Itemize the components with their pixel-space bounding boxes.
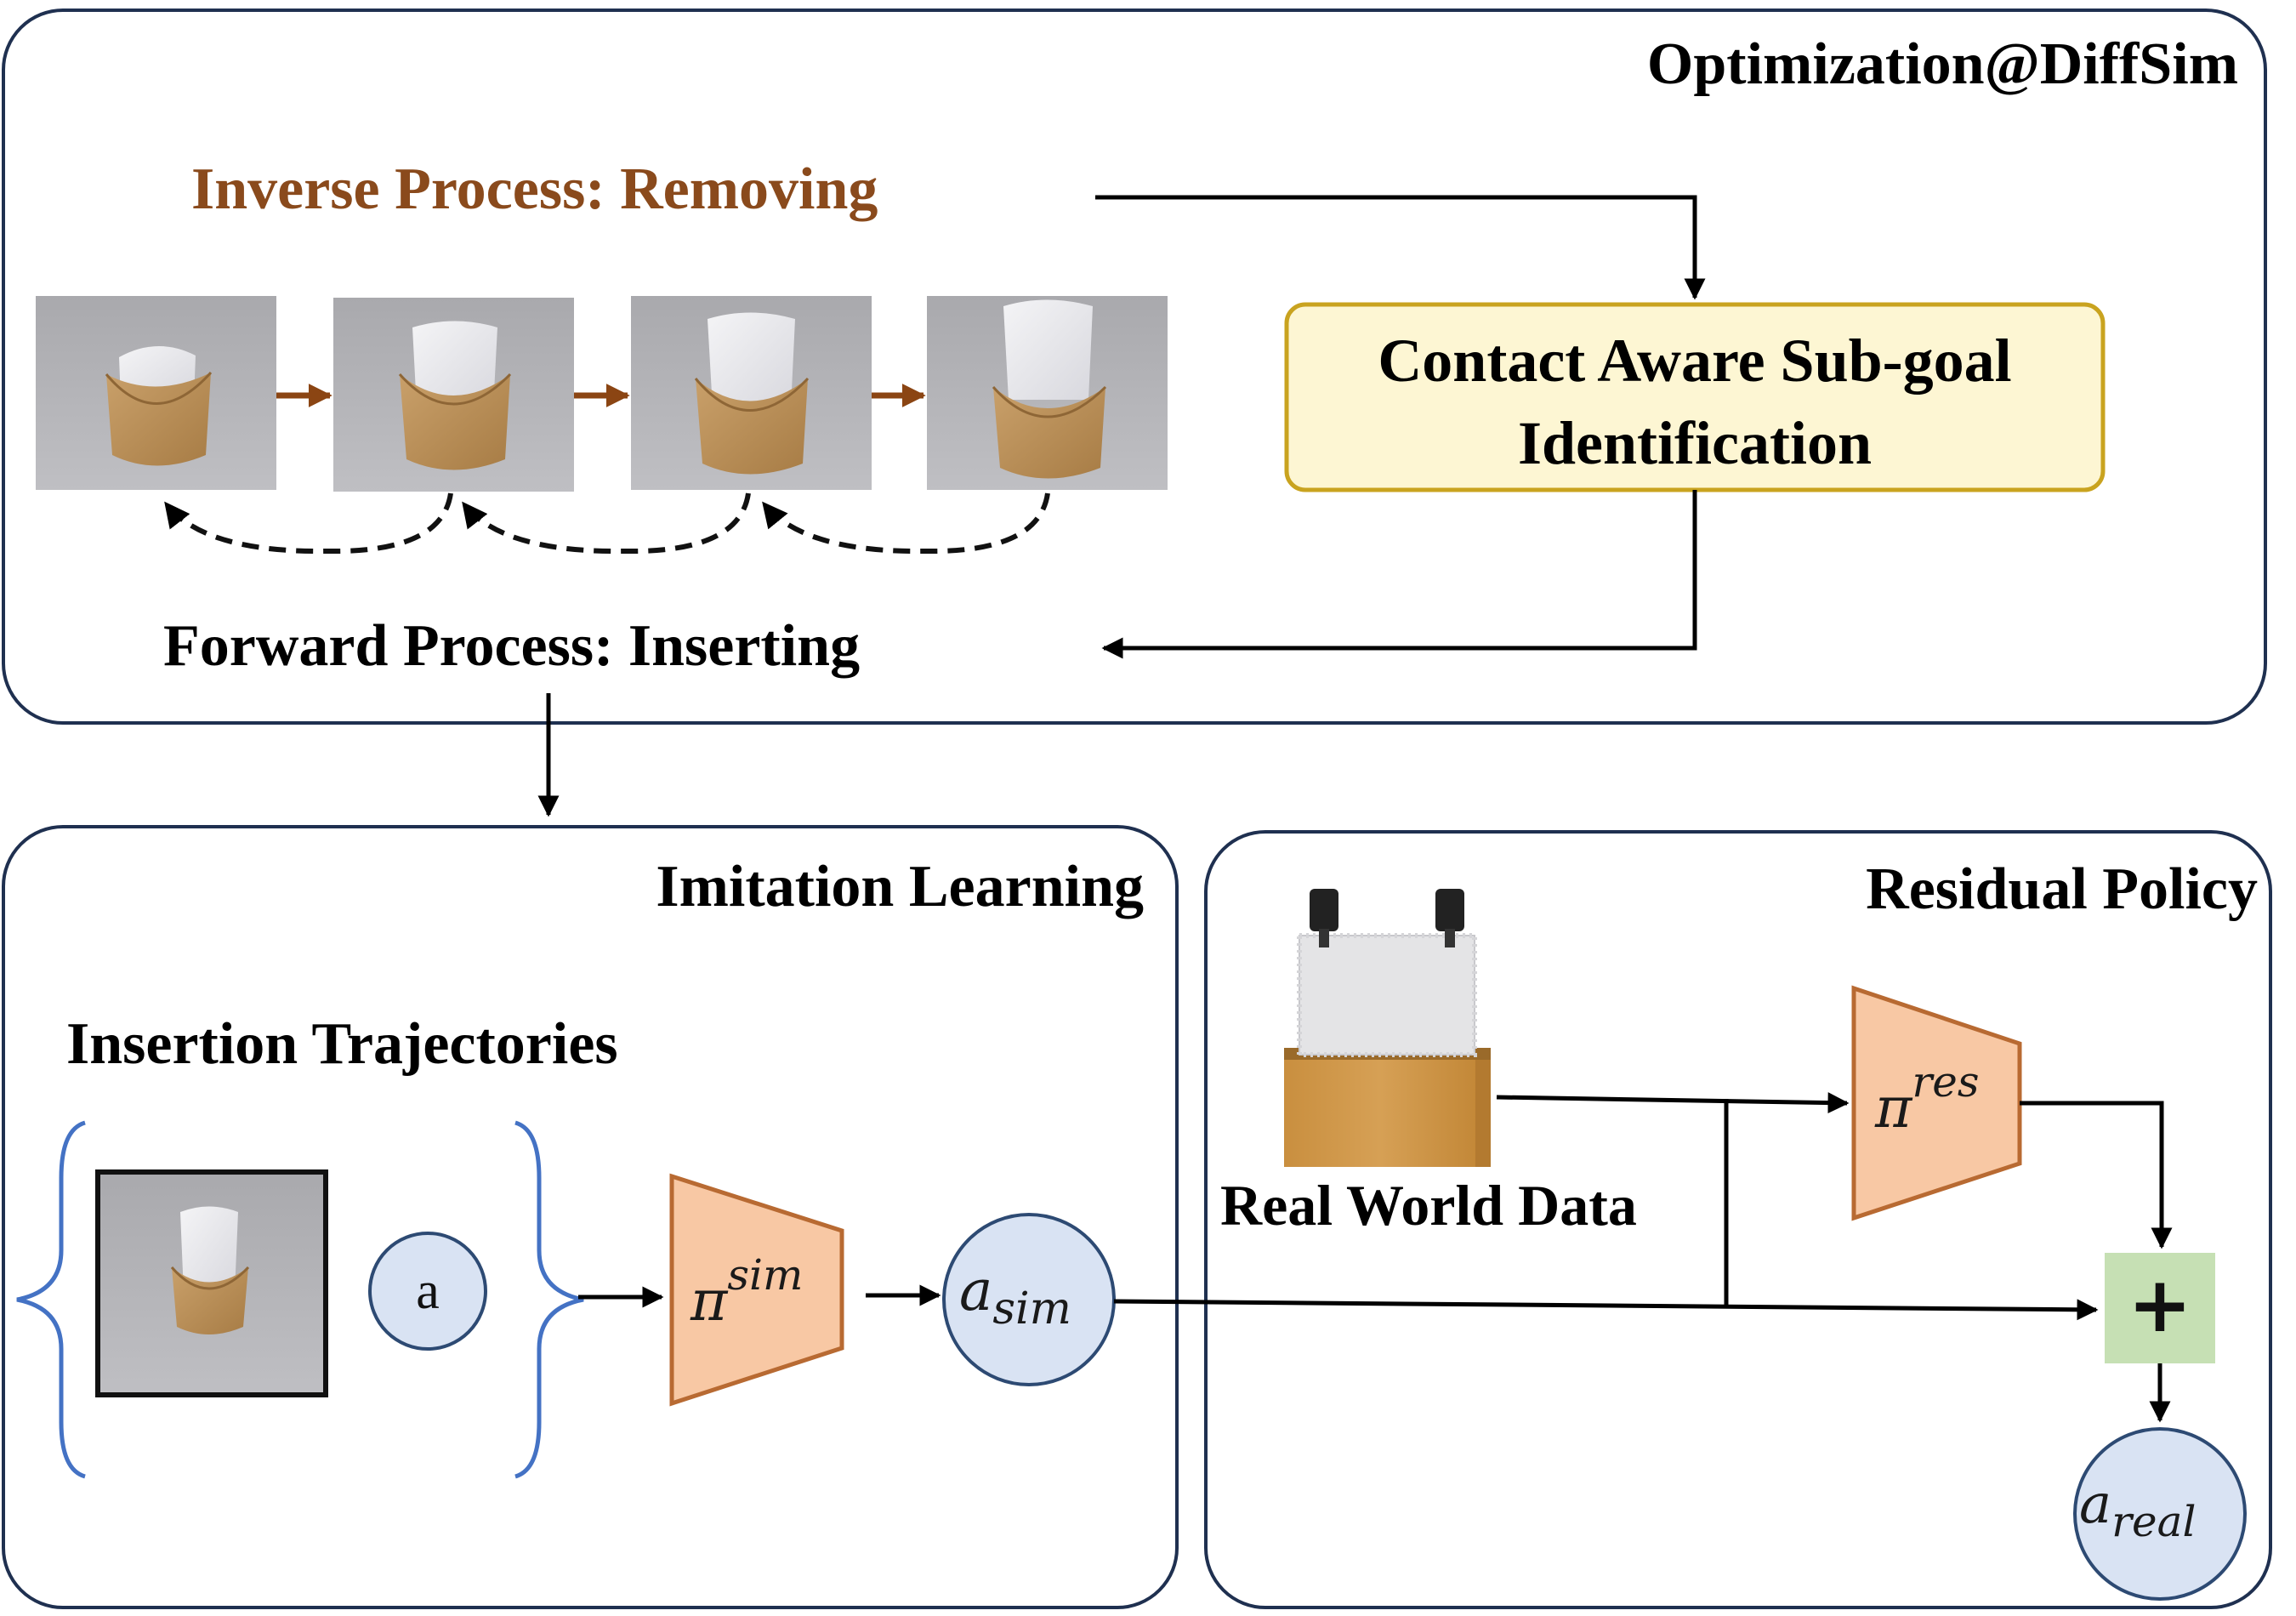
sim-policy-superscript: sim [727, 1250, 803, 1300]
sim-frame-4 [927, 296, 1168, 490]
real-action-subscript: real [2111, 1497, 2196, 1546]
subgoal-identification-box: Contact Aware Sub-goal Identification [1284, 302, 2106, 492]
subgoal-line-2: Identification [1518, 409, 1872, 477]
res-policy-symbol: π [1874, 1075, 1913, 1141]
real-data-to-res-policy-arrow [1496, 1092, 1850, 1114]
sum-symbol: + [2128, 1260, 2191, 1350]
trajectory-observation-image [95, 1169, 328, 1397]
real-action-node: areal [2073, 1427, 2247, 1601]
sim-frame-1 [36, 296, 276, 490]
sim-action-node: asim [942, 1213, 1116, 1386]
sum-node: + [2105, 1253, 2215, 1363]
svg-text:asim: asim [959, 1258, 1071, 1334]
svg-text:areal: areal [2079, 1473, 2196, 1546]
action-token-label: a [416, 1262, 440, 1320]
residual-policy-network: πres [1851, 985, 2022, 1221]
svg-text:πres: πres [1874, 1057, 1980, 1141]
forward-dashed-arrows [163, 492, 1050, 555]
optimization-panel-title: Optimization@DiffSim [1647, 31, 2238, 97]
residual-policy-panel: Residual Policy Real World Data πres [1113, 830, 2272, 1609]
optimization-panel: Optimization@DiffSim Inverse Process: Re… [2, 9, 2267, 725]
inverse-to-subgoal-arrow [1095, 195, 1706, 300]
sim-policy-network: πsim [669, 1173, 844, 1407]
inverse-process-label: Inverse Process: Removing [191, 156, 878, 222]
imitation-panel-frame [2, 825, 1179, 1609]
residual-panel-title: Residual Policy [1866, 856, 2258, 922]
real-world-photo [1284, 889, 1491, 1167]
sim-frame-3 [631, 296, 872, 490]
right-brace [514, 1120, 584, 1479]
sim-action-subscript: sim [992, 1283, 1071, 1334]
left-brace [16, 1120, 86, 1479]
sim-frame-2 [333, 298, 574, 492]
sim-action-to-sum-arrow [1113, 1299, 2099, 1321]
subgoal-to-forward-arrow [1101, 490, 1697, 659]
insertion-trajectories-label: Insertion Trajectories [66, 1011, 618, 1077]
res-policy-superscript: res [1912, 1057, 1979, 1107]
sim-policy-symbol: π [690, 1268, 729, 1334]
forward-process-label: Forward Process: Inserting [163, 613, 860, 679]
real-action-symbol: a [2079, 1473, 2111, 1536]
subgoal-line-1: Contact Aware Sub-goal [1378, 327, 2011, 395]
sim-action-symbol: a [959, 1258, 992, 1323]
res-policy-to-sum-arrow [2020, 1101, 2173, 1249]
imitation-panel-title: Imitation Learning [656, 854, 1144, 919]
action-token-node: a [368, 1232, 487, 1351]
svg-text:πsim: πsim [690, 1250, 803, 1334]
imitation-learning-panel: Imitation Learning Insertion Trajectorie… [2, 825, 1179, 1609]
real-world-data-label: Real World Data [1220, 1173, 1637, 1238]
